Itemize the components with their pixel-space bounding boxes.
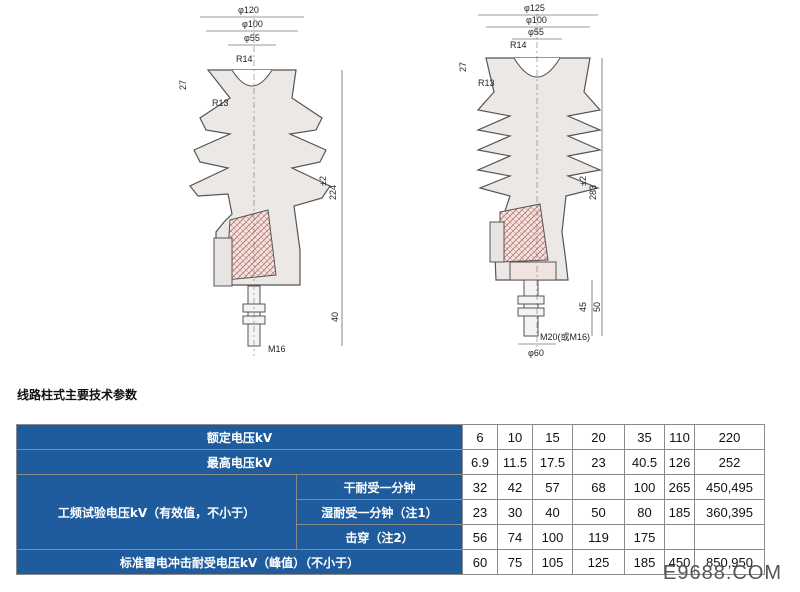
table-cell: 126 <box>664 449 695 475</box>
right-lower-fitting <box>509 261 557 281</box>
power-freq-label: 工频试验电压kV（有效值，不小于） <box>16 474 297 550</box>
right-dim-d1: φ125 <box>524 3 545 13</box>
left-dim-tol: ±2 <box>318 176 328 186</box>
table-cell: 175 <box>624 524 665 550</box>
spec-table: 额定电压kV 6 10 15 20 35 110 220 最高电压kV 6.9 … <box>16 424 765 575</box>
right-nut-2 <box>517 307 545 317</box>
right-fitting-cap <box>489 221 505 263</box>
right-dim-r1: R14 <box>510 40 527 50</box>
table-cell: 125 <box>572 549 625 575</box>
table-cell: 23 <box>462 499 498 525</box>
puncture-label: 击穿（注2） <box>296 524 463 550</box>
max-voltage-label: 最高电压kV <box>16 449 463 475</box>
table-cell: 17.5 <box>532 449 573 475</box>
right-dim-r2: R13 <box>478 78 495 88</box>
table-cell: 23 <box>572 449 625 475</box>
watermark: E9688.COM <box>663 562 783 584</box>
table-cell: 450,495 <box>694 474 765 500</box>
table-cell: 35 <box>624 424 665 450</box>
left-dim-d3: φ55 <box>244 33 260 43</box>
table-cell: 75 <box>497 549 533 575</box>
table-cell: 6 <box>462 424 498 450</box>
left-fitting-cap <box>213 237 233 287</box>
table-cell: 57 <box>532 474 573 500</box>
left-dim-r2: R13 <box>212 98 229 108</box>
lightning-label: 标准雷电冲击耐受电压kV（峰值）（不小于） <box>16 549 463 575</box>
table-row: 湿耐受一分钟（注1） 23 30 40 50 80 185 360,395 <box>17 499 765 525</box>
left-dim-thread: M16 <box>268 344 286 354</box>
table-cell: 68 <box>572 474 625 500</box>
left-dim-d2: φ100 <box>242 19 263 29</box>
left-dim-h2: 224 <box>328 185 338 200</box>
right-dim-h2: 283 <box>588 185 598 200</box>
table-cell: 32 <box>462 474 498 500</box>
table-cell: 850,950 <box>694 549 765 575</box>
table-row: 额定电压kV 6 10 15 20 35 110 220 <box>16 424 765 450</box>
dry-withstand-label: 干耐受一分钟 <box>296 474 463 500</box>
table-cell: 74 <box>497 524 533 550</box>
right-nut-1 <box>517 295 545 305</box>
right-dim-d2: φ100 <box>526 15 547 25</box>
right-insulator-drawing: φ125 φ100 φ55 R14 27 R13 283 ±2 45 50 M2… <box>458 3 603 358</box>
right-dim-h3: 45 <box>578 302 588 312</box>
table-cell: 100 <box>624 474 665 500</box>
table-cell <box>694 524 765 550</box>
table-cell <box>664 524 695 550</box>
left-insulator-drawing: φ120 φ100 φ55 R14 27 R13 224 ±2 40 M16 <box>178 5 343 356</box>
right-dim-thread: M20(或M16) <box>540 331 590 342</box>
table-cell: 11.5 <box>497 449 533 475</box>
left-dim-d1: φ120 <box>238 5 259 15</box>
insulator-drawings: φ120 φ100 φ55 R14 27 R13 224 ±2 40 M16 φ… <box>178 3 603 358</box>
left-section-hatch <box>225 209 277 281</box>
table-cell: 105 <box>532 549 573 575</box>
right-dim-tol: ±2 <box>578 176 588 186</box>
right-dim-h4: 50 <box>592 302 602 312</box>
table-cell: 185 <box>664 499 695 525</box>
table-cell: 360,395 <box>694 499 765 525</box>
table-cell: 20 <box>572 424 625 450</box>
table-row: 最高电压kV 6.9 11.5 17.5 23 40.5 126 252 <box>16 449 765 475</box>
table-cell: 252 <box>694 449 765 475</box>
table-cell: 265 <box>664 474 695 500</box>
table-cell: 119 <box>572 524 625 550</box>
table-cell: 100 <box>532 524 573 550</box>
table-cell: 50 <box>572 499 625 525</box>
table-row: 标准雷电冲击耐受电压kV（峰值）（不小于） 60 75 105 125 185 … <box>16 549 765 575</box>
left-head-groove <box>231 69 273 87</box>
table-cell: 80 <box>624 499 665 525</box>
table-cell: 110 <box>664 424 695 450</box>
left-dim-h1: 27 <box>178 80 188 90</box>
right-head-groove <box>513 57 561 78</box>
table-cell: 450 <box>664 549 695 575</box>
table-cell: 6.9 <box>462 449 498 475</box>
left-dim-r1: R14 <box>236 54 253 64</box>
section-title: 线路柱式主要技术参数 <box>17 388 138 402</box>
table-cell: 60 <box>462 549 498 575</box>
table-cell: 30 <box>497 499 533 525</box>
table-cell: 56 <box>462 524 498 550</box>
right-dim-d4: φ60 <box>528 348 544 358</box>
table-cell: 40 <box>532 499 573 525</box>
table-cell: 10 <box>497 424 533 450</box>
left-dim-h3: 40 <box>330 312 340 322</box>
table-cell: 15 <box>532 424 573 450</box>
table-cell: 42 <box>497 474 533 500</box>
right-dim-d3: φ55 <box>528 27 544 37</box>
table-row: 工频试验电压kV（有效值，不小于） 干耐受一分钟 32 42 57 68 100… <box>16 474 765 550</box>
right-dim-h1: 27 <box>458 62 468 72</box>
wet-withstand-label: 湿耐受一分钟（注1） <box>296 499 463 525</box>
table-cell: 40.5 <box>624 449 665 475</box>
rated-voltage-label: 额定电压kV <box>16 424 463 450</box>
table-cell: 185 <box>624 549 665 575</box>
right-section-hatch <box>499 203 549 263</box>
table-cell: 220 <box>694 424 765 450</box>
